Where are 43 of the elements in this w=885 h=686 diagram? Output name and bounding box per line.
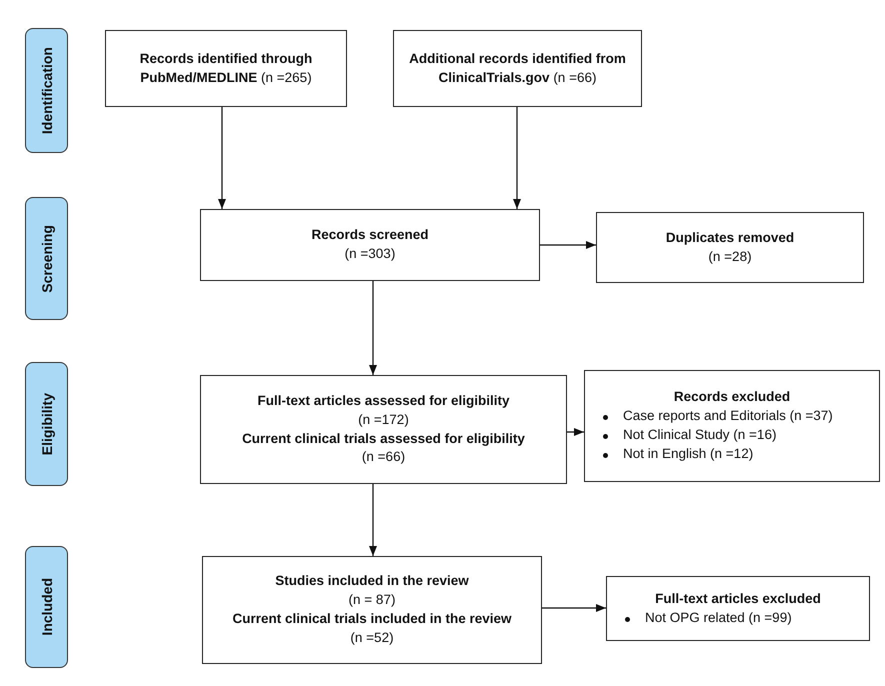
arrow [567, 428, 584, 436]
box-heading: Current clinical trials assessed for eligibility [242, 430, 525, 448]
arrow [218, 107, 226, 209]
arrow [513, 107, 521, 209]
bullet-item: Not in English (n =12) [623, 446, 754, 461]
process-box [393, 30, 642, 107]
count-text: (n =66) [362, 448, 406, 466]
stage-label: Included [38, 578, 54, 636]
count-text: (n = 87) [348, 591, 396, 610]
count-text: (n =28) [708, 248, 752, 266]
stage-label: Eligibility [38, 392, 54, 456]
box-heading: Duplicates removed [666, 228, 794, 247]
bullet-item: Case reports and Editorials (n =37) [623, 408, 833, 424]
exclusion-box [584, 370, 880, 482]
box-heading: Studies included in the review [275, 572, 469, 590]
arrow [542, 604, 606, 612]
box-text: Additional records identified from ClinicalTrials.gov (n =66) [408, 50, 627, 87]
bullet-item: Not Clinical Study (n =16) [623, 427, 776, 442]
box-text: Records identified through PubMed/MEDLINE (n =265) [138, 50, 314, 87]
box-heading: Full-text articles assessed for eligibility [257, 392, 510, 410]
stage-tab [25, 362, 68, 486]
bullet-item: Not OPG related (n =99) [645, 610, 792, 624]
box-heading: Full-text articles excluded [654, 590, 822, 608]
count-text: (n =303) [344, 245, 396, 263]
process-box [105, 30, 347, 107]
arrow [369, 484, 377, 556]
stage-tab [25, 197, 68, 320]
count-text: (n =52) [350, 628, 394, 647]
stage-label: Screening [38, 224, 54, 292]
stage-tab [25, 546, 68, 668]
exclusion-box [606, 576, 870, 641]
box-heading: Records excluded [672, 388, 792, 406]
count-text: (n =172) [358, 410, 409, 429]
box-heading: Records screened [311, 226, 429, 244]
stage-tab [25, 28, 68, 153]
box-heading: Current clinical trials included in the review [232, 610, 512, 628]
stage-label: Identification [38, 46, 54, 134]
arrow [369, 281, 377, 375]
arrow [540, 241, 596, 249]
process-box [200, 209, 540, 281]
process-box [596, 212, 864, 283]
process-box [202, 556, 542, 664]
process-box [200, 375, 567, 484]
